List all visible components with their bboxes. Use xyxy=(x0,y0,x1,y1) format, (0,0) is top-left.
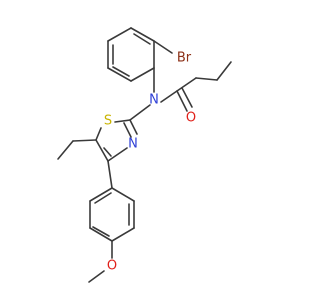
bond xyxy=(133,33,151,45)
bond-lines xyxy=(57,27,232,283)
bond xyxy=(107,160,113,189)
bromine-atom-label: Br xyxy=(177,51,192,66)
bond xyxy=(89,227,113,242)
thiazole-sulfur-label: S xyxy=(104,114,112,129)
bond xyxy=(181,87,193,108)
bond xyxy=(72,139,97,142)
bond xyxy=(195,77,218,81)
bond xyxy=(88,270,105,283)
bond xyxy=(123,122,132,138)
atom-labels: Br N O S N O xyxy=(104,51,196,274)
bond xyxy=(130,27,155,42)
bond xyxy=(107,147,128,162)
bond xyxy=(107,27,132,42)
bond xyxy=(95,127,102,141)
bond xyxy=(111,187,135,202)
amide-nitrogen-label: N xyxy=(149,93,159,108)
bond xyxy=(130,67,155,82)
bond xyxy=(112,66,130,77)
thiazole-nitrogen-label: N xyxy=(128,137,138,152)
bond xyxy=(89,187,113,202)
carbonyl-oxygen-label: O xyxy=(186,111,196,126)
bond xyxy=(160,90,178,103)
methoxy-oxygen-label: O xyxy=(107,259,117,274)
bond xyxy=(216,61,232,81)
molecule-structure-diagram: Br N O S N O xyxy=(57,27,232,283)
bond xyxy=(114,119,131,123)
bond xyxy=(176,90,188,112)
bond xyxy=(111,227,135,242)
bond xyxy=(95,139,109,162)
bond xyxy=(129,119,138,135)
bond xyxy=(94,192,112,204)
bond xyxy=(92,226,110,237)
bond xyxy=(129,104,151,121)
bond xyxy=(176,77,197,92)
bond xyxy=(153,40,173,54)
bond xyxy=(107,67,132,82)
bond xyxy=(57,140,74,160)
bond xyxy=(103,147,112,157)
